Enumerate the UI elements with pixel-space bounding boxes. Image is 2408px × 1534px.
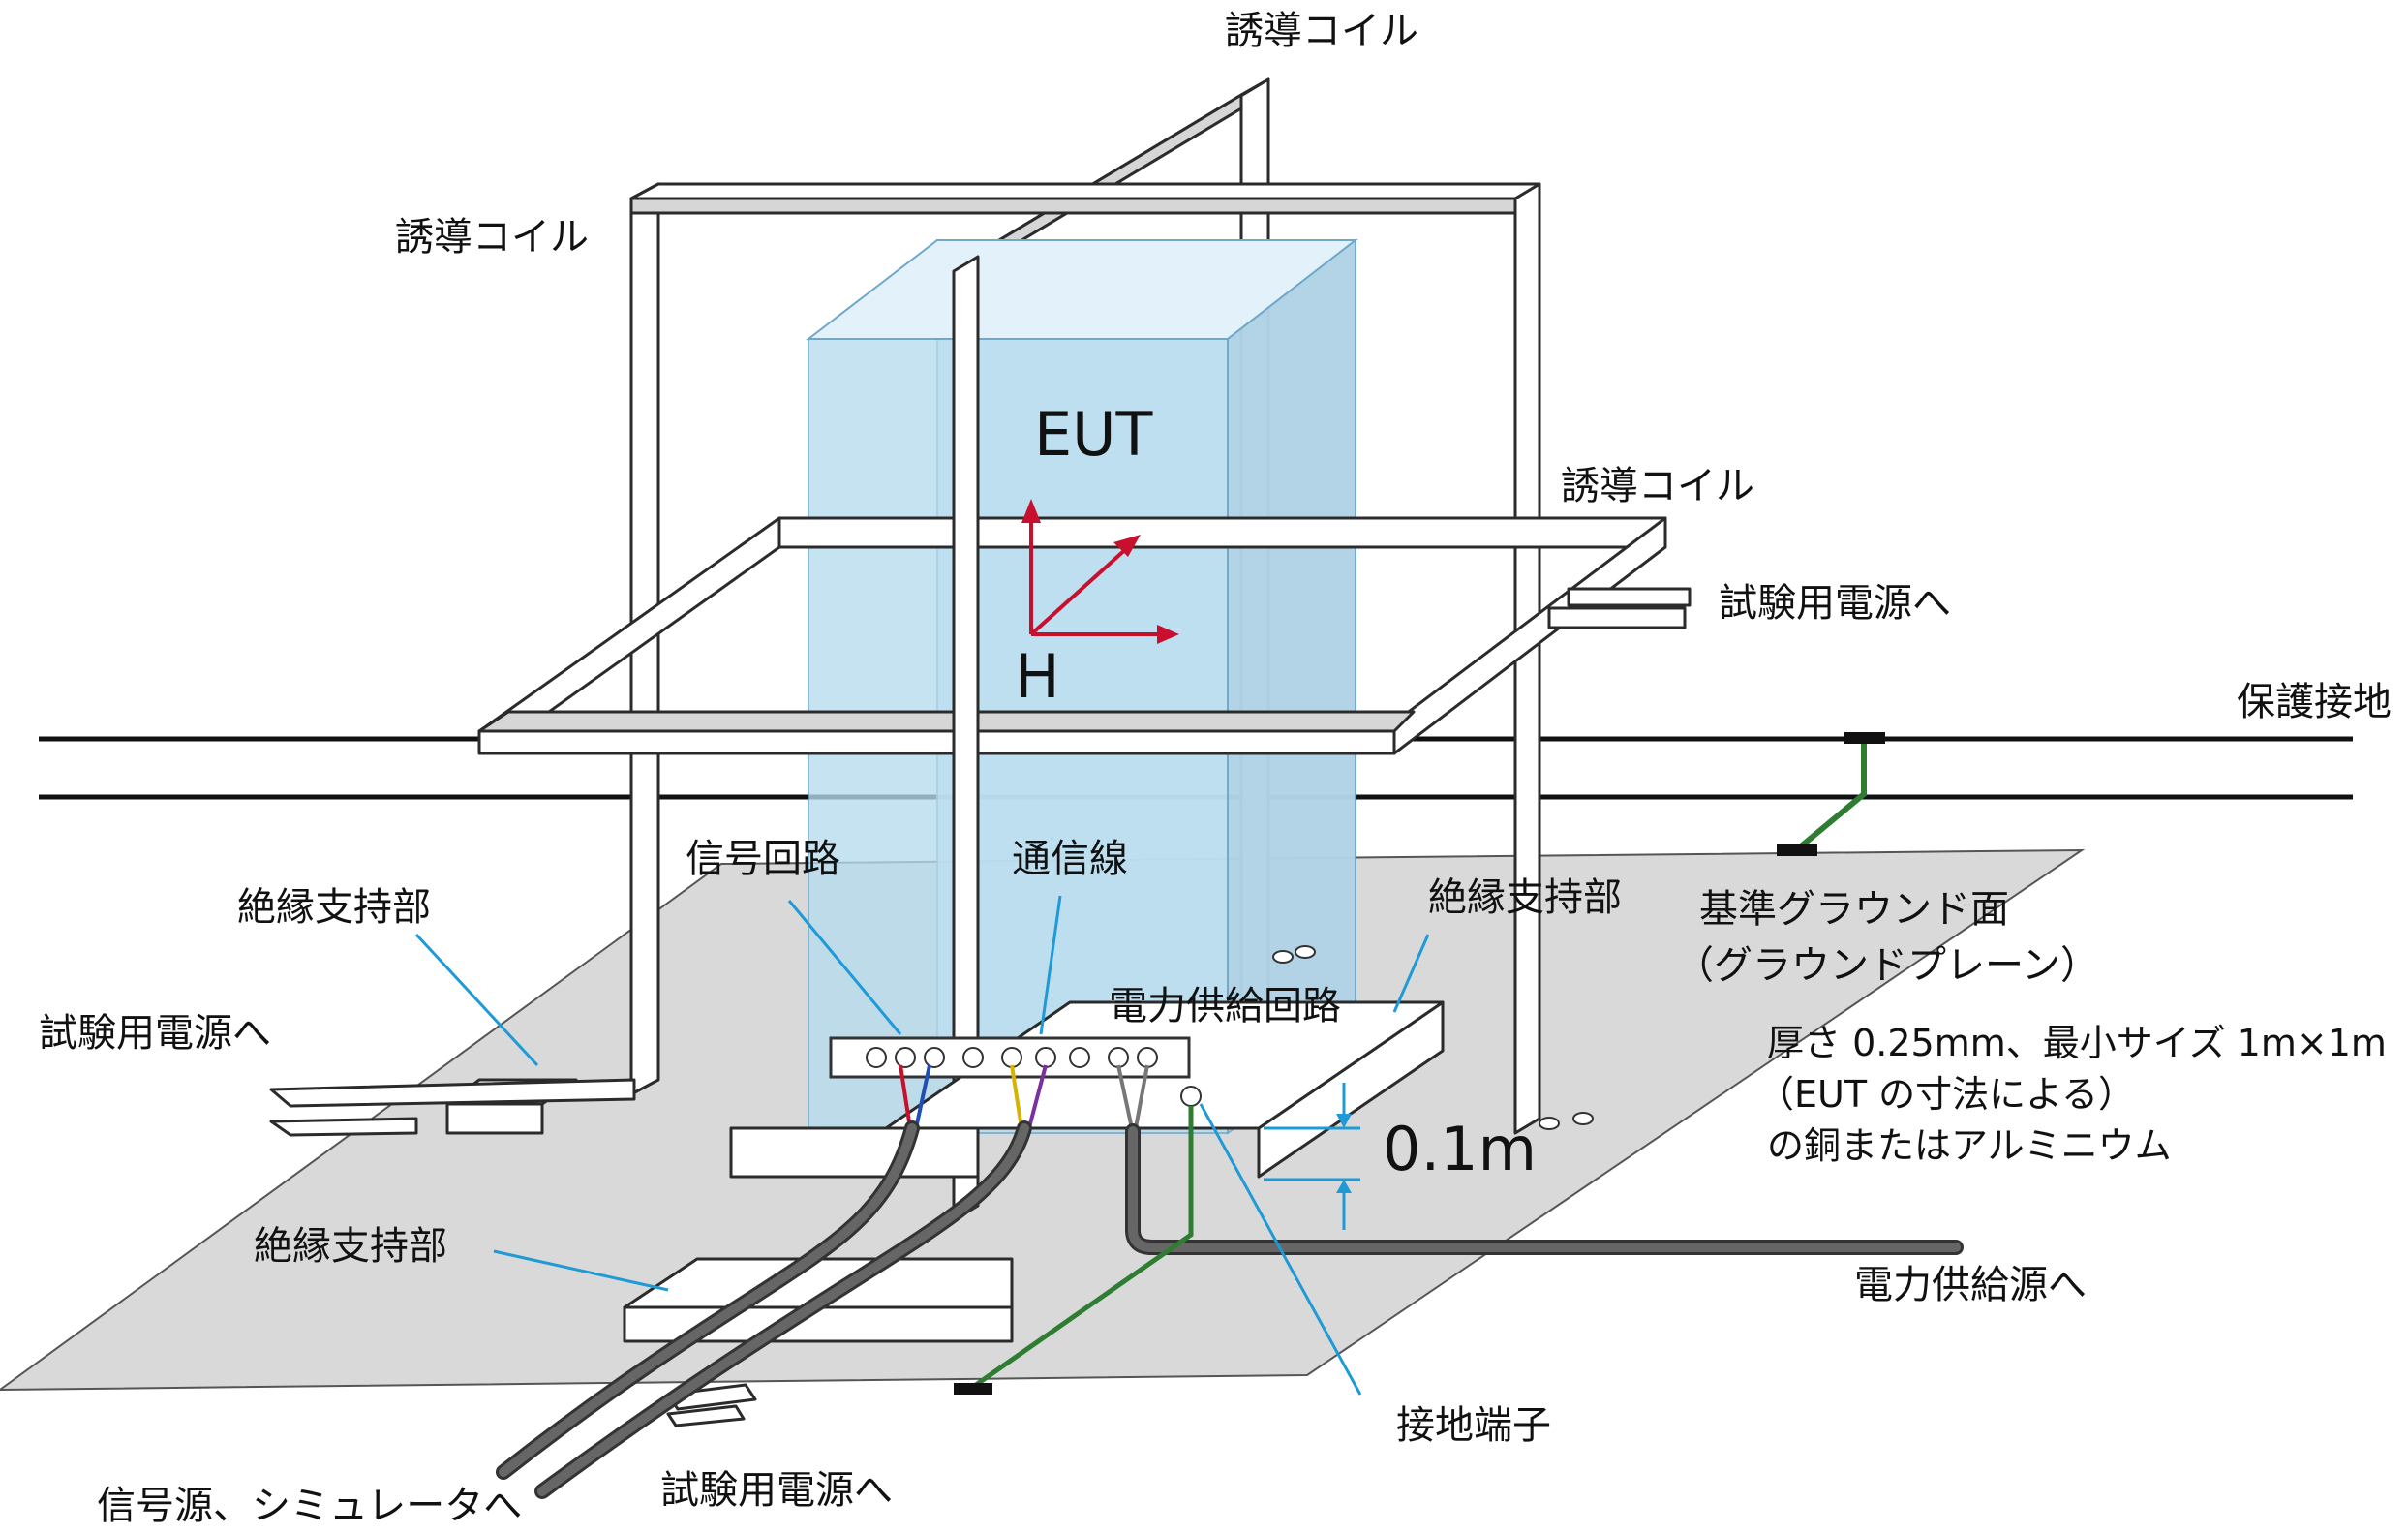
terminal-pin bbox=[1137, 1047, 1158, 1068]
coil-lead-right-back bbox=[1567, 587, 1692, 607]
earth-clamp-bottom bbox=[1777, 844, 1817, 856]
power-cable-core bbox=[1128, 1126, 1961, 1252]
label-spec-line3: の銅またはアルミニウム bbox=[1767, 1124, 2172, 1167]
earth-clamp-top bbox=[1844, 732, 1885, 744]
label-power-left: 試験用電源へ bbox=[39, 1011, 271, 1056]
label-insulating-bottom: 絶縁支持部 bbox=[254, 1224, 447, 1269]
label-signal-circuit: 信号回路 bbox=[686, 837, 840, 881]
label-protective-earth: 保護接地 bbox=[2237, 680, 2392, 724]
ground-terminal-pin bbox=[1180, 1086, 1202, 1107]
terminal-pin bbox=[962, 1047, 984, 1068]
terminal-pin bbox=[1069, 1047, 1090, 1068]
eut-ground-clamp bbox=[954, 1383, 992, 1395]
signal-wires bbox=[899, 1064, 1149, 1134]
label-power-supply-circuit: 電力供給回路 bbox=[1109, 984, 1341, 1028]
bolt bbox=[1295, 945, 1316, 959]
signal-cable-2-core bbox=[537, 1123, 1029, 1496]
label-height: 0.1m bbox=[1383, 1114, 1537, 1184]
leader-insulating-left bbox=[414, 933, 539, 1067]
coil-ring-left bbox=[477, 516, 781, 743]
label-insulating-right: 絶縁支持部 bbox=[1428, 875, 1622, 920]
label-eut: EUT bbox=[1034, 399, 1154, 470]
wire-red bbox=[899, 1064, 912, 1129]
signal-cables bbox=[496, 1120, 1964, 1499]
terminal-pin bbox=[866, 1047, 887, 1068]
wire-gray bbox=[1116, 1064, 1135, 1134]
label-ground-plane-1: 基準グラウンド面 bbox=[1699, 887, 2009, 932]
coil-lead-bottom-2 bbox=[666, 1404, 746, 1427]
h-arrow-right-head bbox=[1157, 625, 1179, 644]
coil-lead-left-lower bbox=[269, 1117, 418, 1137]
label-signal-source: 信号源、シミュレータへ bbox=[97, 1484, 522, 1528]
leader-insulating-right bbox=[1392, 934, 1430, 1013]
signal-cable-1-core bbox=[499, 1123, 917, 1477]
leader-signal-circuit bbox=[787, 900, 902, 1035]
leader-ground-terminal bbox=[1199, 1103, 1362, 1396]
insulating-support-left-block bbox=[729, 1126, 980, 1179]
terminal-pin bbox=[895, 1047, 916, 1068]
leader-insulating-bottom bbox=[493, 1249, 669, 1292]
label-spec-line1: 厚さ 0.25mm、最小サイズ 1m×1m bbox=[1767, 1022, 2387, 1064]
coil-lead-left bbox=[269, 1078, 636, 1108]
label-comm-line: 通信線 bbox=[1012, 837, 1128, 881]
support-pad-left bbox=[445, 1102, 544, 1135]
coil-top-frame bbox=[629, 182, 1541, 200]
terminal-pin bbox=[924, 1047, 945, 1068]
terminal-pin bbox=[1001, 1047, 1022, 1068]
eut-ground-wire bbox=[971, 1106, 1194, 1390]
h-arrow-diag bbox=[1029, 545, 1130, 636]
label-h-field: H bbox=[1015, 641, 1060, 712]
bolt bbox=[1572, 1112, 1594, 1125]
coil-ring-front bbox=[477, 729, 1396, 755]
wire-blue bbox=[913, 1064, 931, 1134]
label-power-source: 電力供給源へ bbox=[1854, 1263, 2087, 1307]
terminal-connectors bbox=[866, 1047, 1202, 1107]
label-power-bottom: 試験用電源へ bbox=[660, 1468, 893, 1513]
h-field-arrows bbox=[1021, 499, 1179, 644]
label-power-right: 試験用電源へ bbox=[1719, 581, 1951, 626]
label-insulating-left: 絶縁支持部 bbox=[237, 885, 431, 930]
coil-ring-front-top bbox=[477, 710, 1416, 733]
label-coil-right: 誘導コイル bbox=[1561, 464, 1754, 508]
h-arrow-diag-head bbox=[1113, 535, 1141, 557]
coil-ring-back bbox=[777, 516, 1667, 549]
height-dim-arrowhead-lower bbox=[1336, 1180, 1352, 1193]
label-spec-line2: （EUT の寸法による） bbox=[1757, 1073, 2135, 1116]
height-dim-arrowhead-upper bbox=[1336, 1114, 1352, 1128]
coil-lead-right bbox=[1547, 606, 1687, 629]
h-arrow-up-head bbox=[1021, 499, 1041, 523]
bolt bbox=[1539, 1117, 1560, 1130]
terminal-pin bbox=[1108, 1047, 1129, 1068]
bolt bbox=[1272, 950, 1294, 964]
wire-yellow bbox=[1010, 1064, 1023, 1129]
label-coil-left: 誘導コイル bbox=[395, 215, 589, 260]
leader-comm-line bbox=[1039, 895, 1062, 1035]
wire-purple bbox=[1026, 1064, 1048, 1132]
terminal-pin bbox=[1035, 1047, 1056, 1068]
earth-ground-wire bbox=[1794, 739, 1867, 853]
coil-top-frame-face bbox=[629, 197, 1517, 215]
label-coil-top: 誘導コイル bbox=[1225, 9, 1418, 53]
label-ground-plane-2: （グラウンドプレーン） bbox=[1675, 943, 2099, 988]
wire-gray-2 bbox=[1133, 1064, 1149, 1134]
coil-post-front bbox=[952, 255, 980, 1222]
label-ground-terminal: 接地端子 bbox=[1396, 1403, 1551, 1448]
insulating-support-bottom-top bbox=[623, 1257, 1014, 1309]
